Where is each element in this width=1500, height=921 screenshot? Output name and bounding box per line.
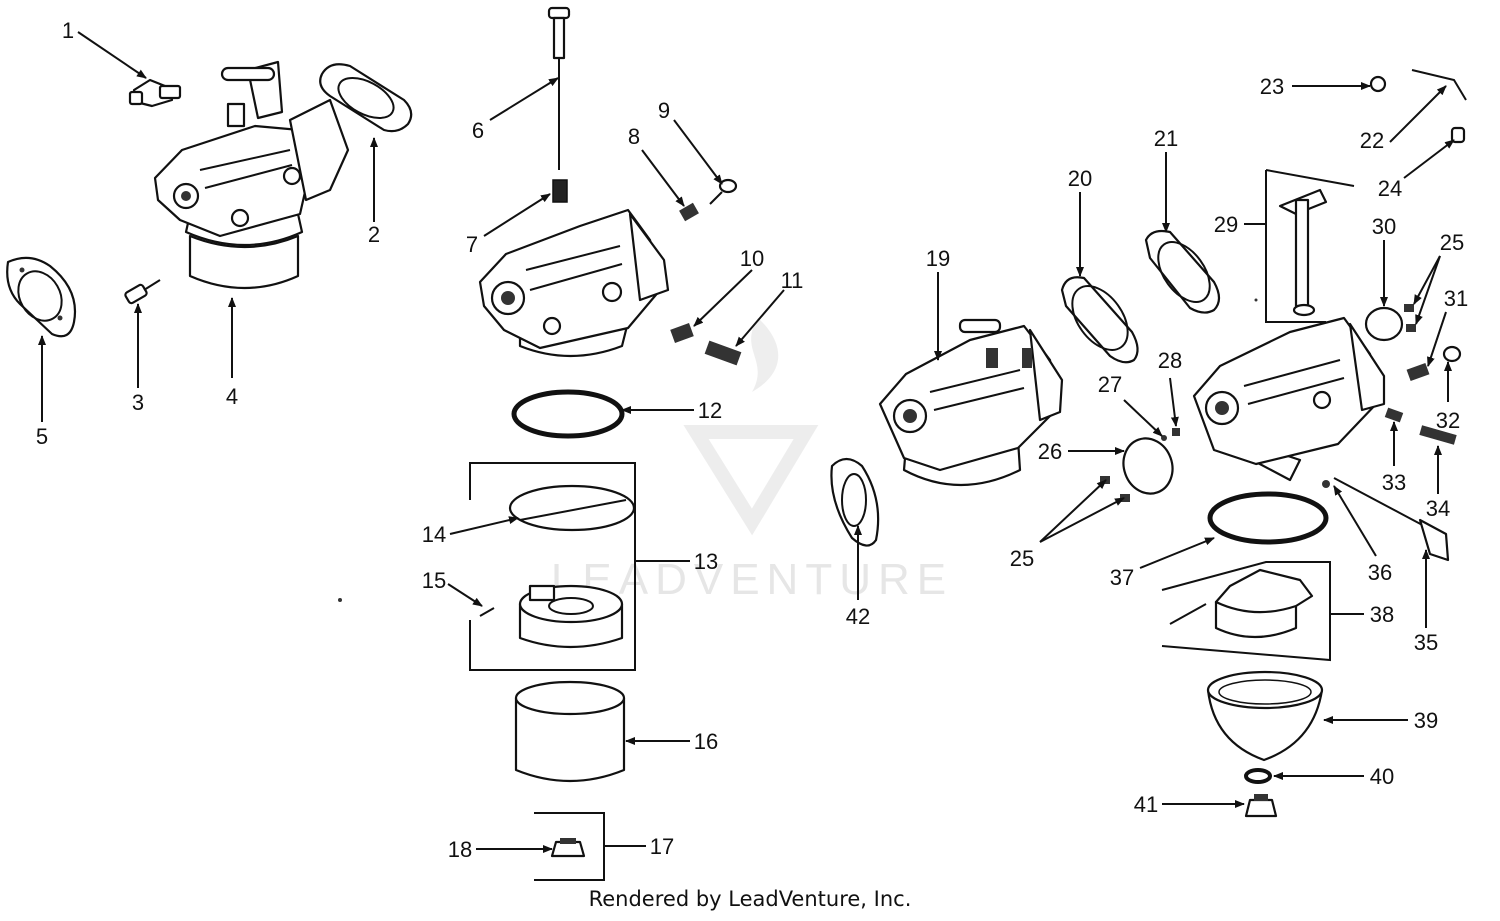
callout-6: 6 <box>472 118 484 143</box>
callout-36: 36 <box>1368 560 1392 585</box>
callout-20: 20 <box>1068 166 1092 191</box>
part-float-kit-box <box>469 462 636 671</box>
callout-37: 37 <box>1110 565 1134 590</box>
part-spring-small <box>670 323 694 343</box>
part-carburetor-body-alt <box>1192 316 1386 482</box>
callout-15: 15 <box>422 568 446 593</box>
part-bowl-nut-41 <box>1244 794 1278 818</box>
part-bowl-gasket <box>6 256 76 338</box>
part-bushing <box>1450 126 1466 144</box>
callout-9: 9 <box>658 98 670 123</box>
part-throttle-shaft-box <box>1265 169 1355 323</box>
part-seat <box>552 179 568 203</box>
callout-8: 8 <box>628 124 640 149</box>
callout-42: 42 <box>846 604 870 629</box>
callout-25-bottom: 25 <box>1010 546 1034 571</box>
part-fuel-bowl-alt <box>1206 670 1324 762</box>
part-o-ring-right <box>1207 491 1329 545</box>
callout-29: 29 <box>1214 212 1238 237</box>
footer-credit: Rendered by LeadVenture, Inc. <box>589 887 912 911</box>
callout-7: 7 <box>466 232 478 257</box>
callout-numbers: 1 2 3 4 5 6 7 8 9 10 11 12 13 14 15 16 1… <box>36 18 1468 862</box>
part-spring-33 <box>1384 407 1404 423</box>
callout-28: 28 <box>1158 348 1182 373</box>
part-gasket-42 <box>830 457 880 547</box>
callout-12: 12 <box>698 398 722 423</box>
callout-5: 5 <box>36 424 48 449</box>
callout-13: 13 <box>694 549 718 574</box>
callout-32: 32 <box>1436 408 1460 433</box>
part-washer-40 <box>1244 768 1272 784</box>
part-fitting <box>128 78 182 108</box>
callout-35: 35 <box>1414 630 1438 655</box>
callout-22: 22 <box>1360 128 1384 153</box>
part-clip <box>1369 75 1387 93</box>
callout-10: 10 <box>740 246 764 271</box>
callout-23: 23 <box>1260 74 1284 99</box>
callout-40: 40 <box>1370 764 1394 789</box>
part-plate-26 <box>1122 437 1174 495</box>
callout-30: 30 <box>1372 214 1396 239</box>
part-small-27-28 <box>1161 428 1180 441</box>
part-o-ring-middle <box>511 389 625 439</box>
part-carburetor-alt <box>878 318 1064 487</box>
callout-27: 27 <box>1098 372 1122 397</box>
callout-26: 26 <box>1038 439 1062 464</box>
callout-4: 4 <box>226 384 238 409</box>
callout-1: 1 <box>62 18 74 43</box>
callout-38: 38 <box>1370 602 1394 627</box>
callout-41: 41 <box>1134 792 1158 817</box>
part-carburetor-body <box>478 208 670 358</box>
part-adjust-screw <box>704 340 742 366</box>
part-throttle-plate <box>1364 306 1404 342</box>
callout-25-top: 25 <box>1440 230 1464 255</box>
part-gasket-21 <box>1144 229 1221 314</box>
callout-34: 34 <box>1426 496 1450 521</box>
part-spring <box>679 202 699 222</box>
callout-16: 16 <box>694 729 718 754</box>
part-float-38-box <box>1161 561 1331 662</box>
watermark: LEADVENTURE <box>551 318 946 604</box>
callout-18: 18 <box>448 837 472 862</box>
part-fuel-bowl <box>514 680 626 783</box>
callout-24: 24 <box>1378 176 1402 201</box>
callout-11: 11 <box>781 268 804 293</box>
part-gasket-20 <box>1060 276 1139 364</box>
part-link <box>1411 69 1467 101</box>
callout-19: 19 <box>926 246 950 271</box>
callout-14: 14 <box>422 522 446 547</box>
callout-33: 33 <box>1382 470 1406 495</box>
callout-2: 2 <box>368 222 380 247</box>
part-mounting-gasket <box>319 63 413 133</box>
part-bowl-nut-box <box>534 812 605 881</box>
leader-lines <box>38 31 1455 853</box>
part-idle-screw <box>709 178 738 205</box>
callout-39: 39 <box>1414 708 1438 733</box>
part-screw-34 <box>1419 425 1457 445</box>
part-screw <box>124 279 161 305</box>
callout-31: 31 <box>1444 286 1468 311</box>
part-spring-31 <box>1406 345 1462 382</box>
part-complete-carburetor <box>153 60 350 290</box>
part-needle-screw <box>547 6 571 170</box>
callout-21: 21 <box>1154 126 1178 151</box>
callout-3: 3 <box>132 390 144 415</box>
part-choke-shaft <box>1322 477 1450 562</box>
callout-17: 17 <box>650 834 674 859</box>
